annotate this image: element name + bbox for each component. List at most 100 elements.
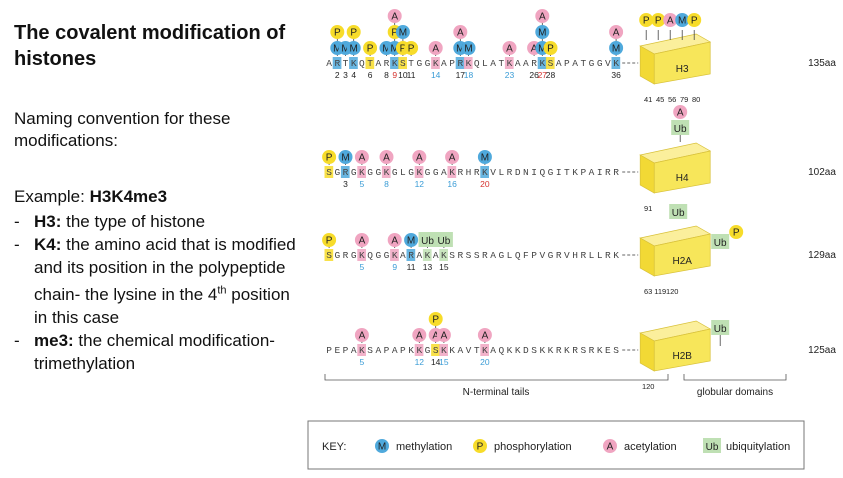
phosphorylation-badge-label: P [547, 44, 554, 55]
residue-number: 10 [398, 70, 408, 80]
acetylation-badge [354, 233, 369, 247]
methylation-badge [346, 41, 361, 55]
residue-letter: S [367, 345, 373, 356]
example-line: Example: H3K4me3 [14, 186, 167, 208]
acetylation-badge [412, 328, 427, 342]
residue-letter: I [556, 167, 562, 178]
residue-letter: N [523, 167, 529, 178]
residue-number: 5 [360, 357, 365, 367]
residue-letter: G [351, 250, 357, 261]
residue-highlight [365, 57, 375, 69]
residue-letter: R [343, 167, 349, 178]
residue-letter: K [449, 167, 455, 178]
phosphorylation-badge-label: P [643, 16, 650, 27]
ubiquitylation-key-label: ubiquitylation [726, 441, 790, 453]
methylation-badge-label: M [538, 44, 546, 55]
residue-number: 3 [343, 179, 348, 189]
acetylation-badge [379, 150, 394, 164]
residue-letter: A [433, 250, 439, 261]
residue-number: 16 [447, 179, 457, 189]
residue-letter: Q [539, 167, 545, 178]
acetylation-badge-label: A [432, 331, 439, 342]
globular-residue-number: 80 [692, 95, 700, 104]
residue-letter: K [515, 345, 521, 356]
methylation-badge [461, 41, 476, 55]
phosphorylation-badge-label: P [691, 16, 698, 27]
acetylation-badge-label: A [539, 12, 546, 23]
residue-number: 11 [407, 70, 416, 80]
residue-letter: A [416, 250, 422, 261]
residue-highlight [480, 166, 489, 178]
ubiquitylation-badge-label: Ub [421, 236, 434, 247]
residue-letter: G [425, 167, 431, 178]
residue-letter: S [433, 345, 439, 356]
definition-term: K4: [34, 235, 62, 254]
residue-letter: K [441, 250, 447, 261]
residue-highlight [455, 57, 465, 69]
residue-letter: L [498, 167, 504, 178]
example-code: H3K4me3 [89, 187, 168, 206]
methylation-badge-label: M [612, 44, 620, 55]
globular-residue-number: 91 [644, 204, 652, 213]
globular-domain-name: H2A [672, 256, 692, 267]
definition-term: me3: [34, 330, 74, 350]
globular-domain-name: H4 [676, 173, 689, 184]
residue-letter: K [482, 167, 488, 178]
globular-domain-side [639, 332, 655, 372]
residue-letter: R [507, 167, 513, 178]
acetylation-badge-label: A [432, 44, 439, 55]
phosphorylation-badge [651, 13, 666, 27]
residue-letter: G [498, 250, 504, 261]
residue-letter: Q [515, 250, 521, 261]
residue-letter: T [343, 58, 349, 69]
example-prefix: Example: [14, 187, 90, 206]
residue-letter: K [572, 167, 578, 178]
residue-highlight [357, 166, 366, 178]
acetylation-badge [609, 25, 624, 39]
globular-domain-side [639, 237, 655, 277]
phosphorylation-badge-label: P [350, 28, 357, 39]
residue-letter: K [449, 345, 455, 356]
residue-letter: K [466, 58, 472, 69]
globular-domain-side [639, 154, 655, 194]
residue-letter: K [351, 58, 357, 69]
acetylation-badge [673, 105, 688, 119]
residue-letter: K [359, 167, 365, 178]
residue-letter: R [457, 58, 463, 69]
residue-letter: T [564, 167, 570, 178]
residue-letter: G [408, 167, 414, 178]
ubiquitylation-badge [711, 320, 730, 335]
key-box [307, 420, 805, 470]
residue-letter: L [507, 250, 513, 261]
phosphorylation-badge-label: P [655, 16, 662, 27]
residue-number: 6 [368, 70, 373, 80]
residue-letter: D [515, 167, 521, 178]
globular-residue-number: 79 [680, 95, 688, 104]
residue-highlight [431, 344, 440, 356]
residue-letter: G [425, 58, 431, 69]
residue-highlight [349, 57, 358, 69]
residue-letter: R [572, 345, 578, 356]
residue-number: 9 [392, 70, 397, 80]
residue-letter: K [507, 345, 513, 356]
residue-letter: P [326, 345, 332, 356]
residue-letter: K [433, 58, 439, 69]
residue-letter: D [523, 345, 529, 356]
residue-letter: G [375, 167, 381, 178]
acetylation-key-label: acetylation [624, 441, 677, 453]
phosphorylation-badge [729, 225, 744, 239]
residue-highlight [340, 166, 350, 178]
residue-letter: K [613, 250, 619, 261]
residue-letter: A [375, 58, 381, 69]
acetylation-badge [663, 13, 678, 27]
globular-residue-number: 120 [642, 382, 655, 391]
residue-number: 12 [415, 179, 425, 189]
residue-letter: A [392, 345, 398, 356]
globular-residue-number: 56 [668, 95, 676, 104]
residue-letter: A [523, 58, 529, 69]
residue-highlight [422, 249, 432, 261]
residue-letter: Q [359, 58, 365, 69]
residue-number: 20 [480, 179, 490, 189]
phosphorylation-badge [473, 439, 487, 453]
residue-highlight [439, 344, 448, 356]
